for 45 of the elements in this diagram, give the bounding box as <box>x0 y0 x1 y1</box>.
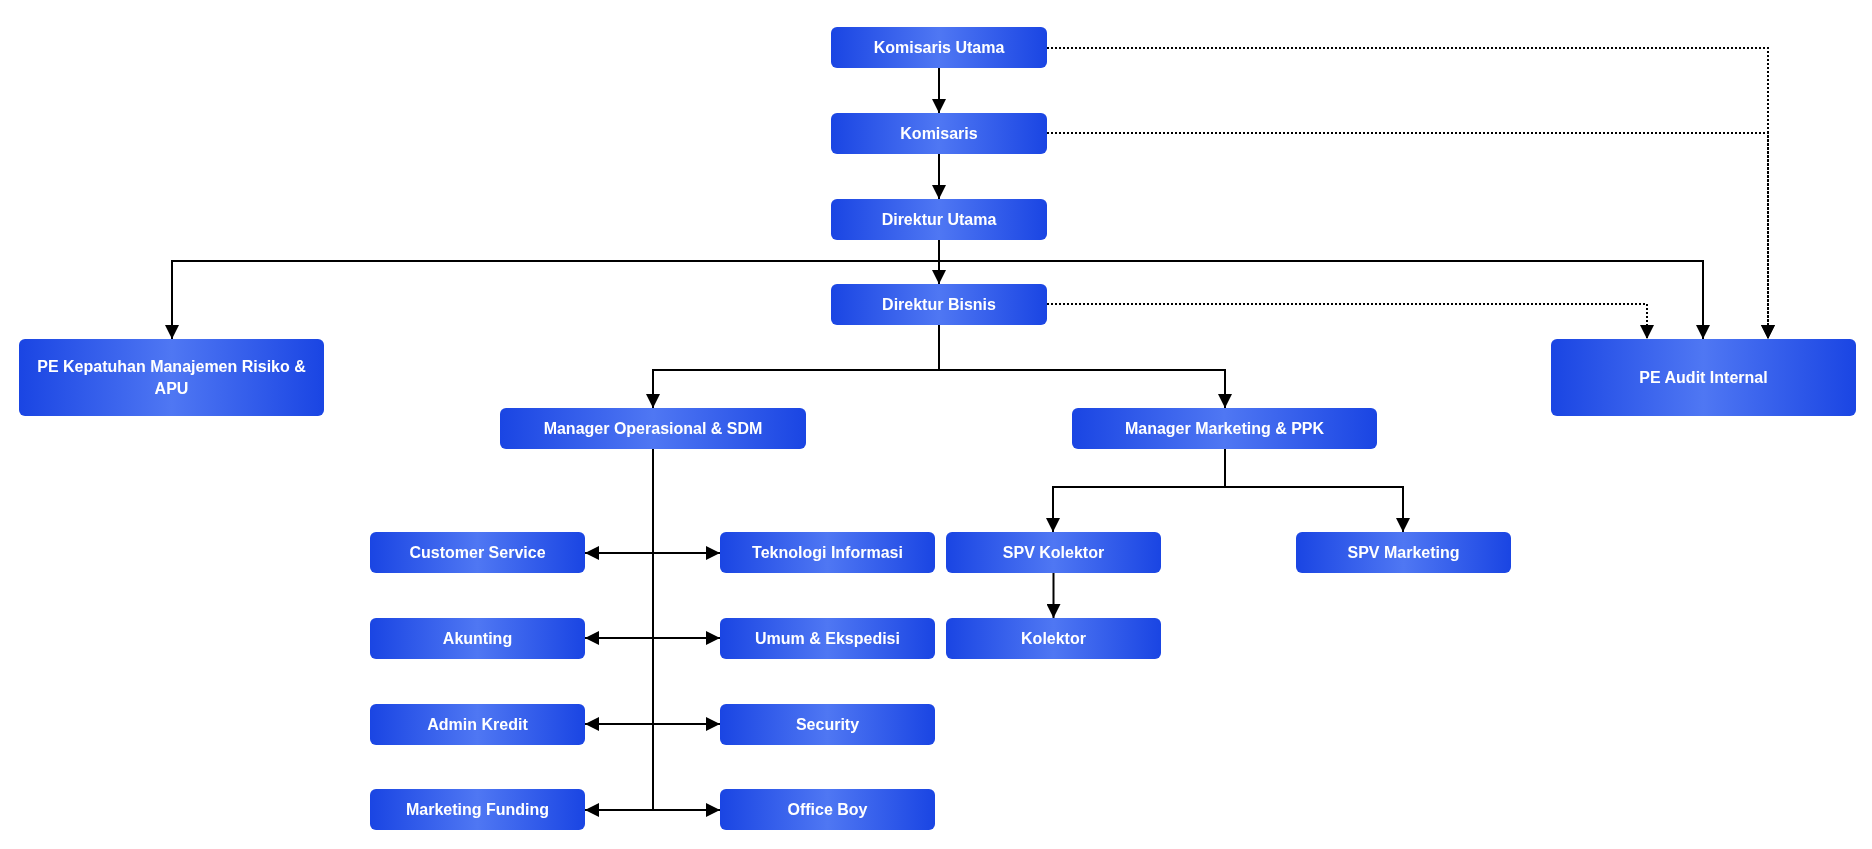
role-label: Marketing Funding <box>405 799 550 820</box>
org-box <box>831 284 1047 325</box>
role-label: Komisaris <box>900 123 978 144</box>
connector <box>932 153 946 200</box>
org-box <box>500 408 806 449</box>
org-box <box>831 113 1047 154</box>
role-label: Customer Service <box>409 542 546 563</box>
org-box <box>720 789 935 830</box>
org-box <box>370 789 585 830</box>
role-label: Direktur Utama <box>881 209 997 230</box>
role-label: PE Audit Internal <box>1639 367 1768 388</box>
role-label: Manager Operasional & SDM <box>543 418 763 439</box>
role-label: Admin Kredit <box>427 714 528 735</box>
org-box <box>946 532 1161 573</box>
org-box <box>370 704 585 745</box>
role-label: PE Kepatuhan Manajemen Risiko & APU <box>36 356 307 399</box>
role-label: Security <box>795 714 860 735</box>
org-box <box>1296 532 1511 573</box>
role-label: Umum & Ekspedisi <box>755 628 900 649</box>
org-box <box>720 532 935 573</box>
org-box <box>370 532 585 573</box>
org-box <box>720 704 935 745</box>
dotted-connector <box>1046 303 1654 340</box>
org-box <box>720 618 935 659</box>
role-label: Kolektor <box>1021 628 1086 649</box>
connector <box>1224 448 1410 533</box>
role-label: Manager Marketing & PPK <box>1124 418 1325 439</box>
role-label: Office Boy <box>787 799 868 820</box>
role-label: Teknologi Informasi <box>752 542 903 563</box>
org-box <box>19 339 324 416</box>
org-box <box>370 618 585 659</box>
role-label: Komisaris Utama <box>873 37 1005 58</box>
role-label: SPV Marketing <box>1347 542 1460 563</box>
org-box <box>1072 408 1377 449</box>
connector <box>938 324 1232 409</box>
role-label: SPV Kolektor <box>1002 542 1105 563</box>
connector <box>1046 572 1061 619</box>
org-box <box>946 618 1161 659</box>
org-box <box>831 27 1047 68</box>
org-box <box>831 199 1047 240</box>
role-label: Akunting <box>442 628 513 649</box>
org-box <box>1551 339 1856 416</box>
connector <box>932 67 946 114</box>
role-label: Direktur Bisnis <box>882 294 996 315</box>
dotted-connector <box>1046 132 1775 340</box>
